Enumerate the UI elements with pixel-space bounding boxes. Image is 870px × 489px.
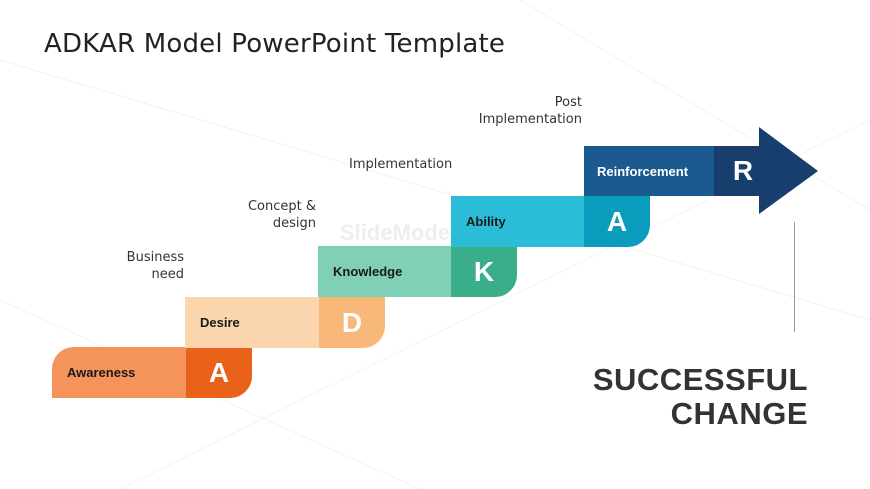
step-awareness: Awareness A <box>52 347 252 398</box>
arrow-bar <box>584 146 714 196</box>
annotation-post-implementation: Post Implementation <box>478 95 582 127</box>
arrow-head <box>714 127 818 214</box>
step-bar: Desire <box>185 297 319 348</box>
reinforcement-letter: R <box>732 155 754 186</box>
step-bar: Knowledge <box>318 246 451 297</box>
divider-line <box>794 222 795 332</box>
step-label: Awareness <box>67 365 136 380</box>
step-bar: Awareness <box>52 347 186 398</box>
step-label: Desire <box>200 315 240 330</box>
successful-change-heading: SUCCESSFUL CHANGE <box>592 362 808 431</box>
step-label: Knowledge <box>333 264 403 279</box>
step-letter: K <box>451 246 517 297</box>
step-bar: Ability <box>451 196 584 247</box>
step-letter: A <box>186 347 252 398</box>
step-knowledge: Knowledge K <box>318 246 518 297</box>
step-desire: Desire D <box>185 297 385 348</box>
step-label: Ability <box>466 214 506 229</box>
slide-title: ADKAR Model PowerPoint Template <box>44 29 506 59</box>
step-ability: Ability A <box>451 196 651 247</box>
reinforcement-label: Reinforcement <box>597 163 689 179</box>
watermark-logo: SlideModel <box>340 220 457 245</box>
annotation-implementation: Implementation <box>349 157 453 172</box>
reinforcement-arrow <box>584 127 818 214</box>
annotation-business-need: Business need <box>126 250 184 282</box>
annotation-concept-design: Concept & design <box>247 199 316 231</box>
step-letter: A <box>584 196 650 247</box>
step-letter: D <box>319 297 385 348</box>
